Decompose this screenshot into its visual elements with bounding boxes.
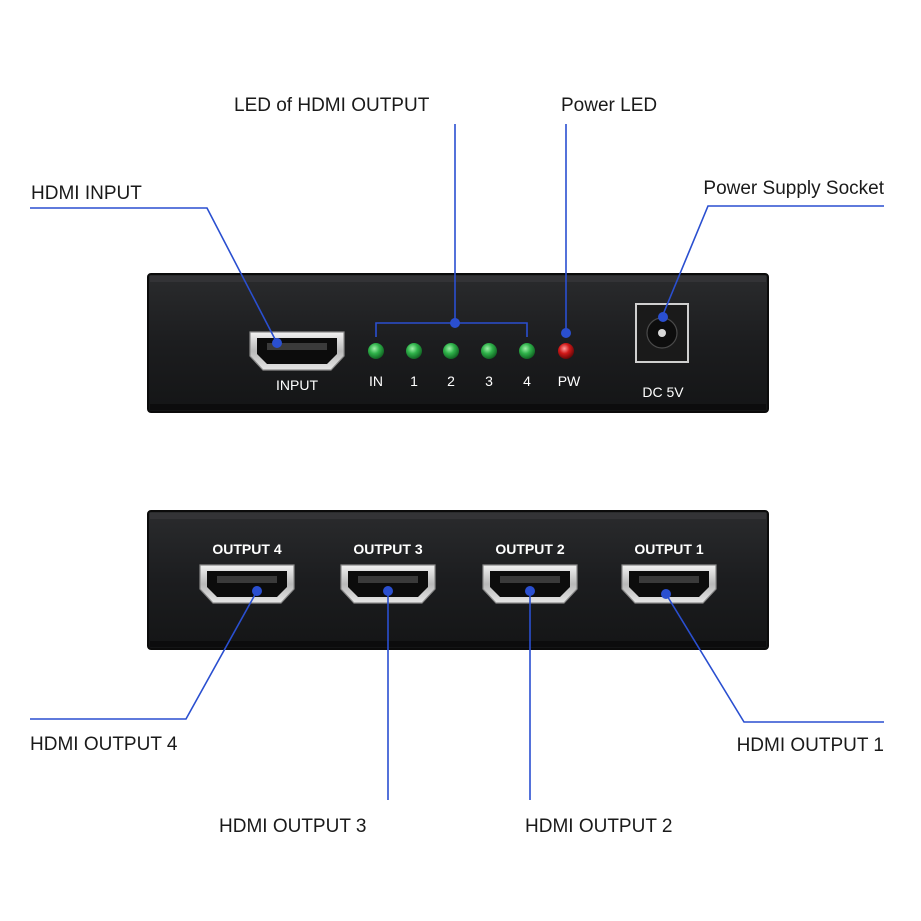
- output-2-label: OUTPUT 2: [495, 541, 564, 557]
- callout-output-1: HDMI OUTPUT 1: [737, 735, 884, 756]
- leader-dot-output-4: [252, 586, 262, 596]
- leader-output-4: [30, 590, 258, 720]
- callout-power-led: Power LED: [561, 95, 657, 116]
- led-1: [406, 343, 422, 359]
- output-1-label: OUTPUT 1: [634, 541, 703, 557]
- callout-output-4: HDMI OUTPUT 4: [30, 734, 178, 755]
- callout-output-3: HDMI OUTPUT 3: [219, 816, 366, 837]
- leader-power-socket: [661, 205, 884, 318]
- input-port-label: INPUT: [276, 377, 318, 393]
- leader-dot-led-output: [450, 318, 460, 328]
- led-4: [519, 343, 535, 359]
- led-label-3: 3: [485, 373, 493, 389]
- dc-label: DC 5V: [642, 384, 684, 400]
- led-label-in: IN: [369, 373, 383, 389]
- led-label-2: 2: [447, 373, 455, 389]
- leader-output-1: [665, 593, 884, 723]
- led-2: [443, 343, 459, 359]
- leader-hdmi-input: [30, 207, 278, 344]
- leader-dot-hdmi-input: [272, 338, 282, 348]
- callout-labels: HDMI INPUT LED of HDMI OUTPUT Power LED …: [30, 95, 885, 837]
- hdmi-input-port[interactable]: [249, 331, 345, 371]
- power-led-label: PW: [558, 373, 581, 389]
- callout-hdmi-input: HDMI INPUT: [31, 183, 142, 204]
- callout-output-2: HDMI OUTPUT 2: [525, 816, 672, 837]
- callout-led-output: LED of HDMI OUTPUT: [234, 95, 430, 116]
- output-3-label: OUTPUT 3: [353, 541, 422, 557]
- leader-dot-output-3: [383, 586, 393, 596]
- leader-lines: [30, 124, 884, 800]
- output-4-label: OUTPUT 4: [212, 541, 281, 557]
- front-panel: INPUT IN 1 2 3 4 PW DC 5V: [147, 273, 769, 413]
- leader-dot-power-led: [561, 328, 571, 338]
- led-in: [368, 343, 384, 359]
- led-label-1: 1: [410, 373, 418, 389]
- leader-dot-output-2: [525, 586, 535, 596]
- led-label-4: 4: [523, 373, 531, 389]
- callout-power-socket: Power Supply Socket: [703, 178, 884, 199]
- leader-dot-output-1: [661, 589, 671, 599]
- back-panel: OUTPUT 4 OUTPUT 3 OUTPUT 2 OUTPUT 1: [147, 510, 769, 650]
- power-led: [558, 343, 574, 359]
- output-led-group: [368, 343, 535, 359]
- hdmi-output-4-port[interactable]: [199, 564, 295, 604]
- leader-dot-power-socket: [658, 312, 668, 322]
- led-3: [481, 343, 497, 359]
